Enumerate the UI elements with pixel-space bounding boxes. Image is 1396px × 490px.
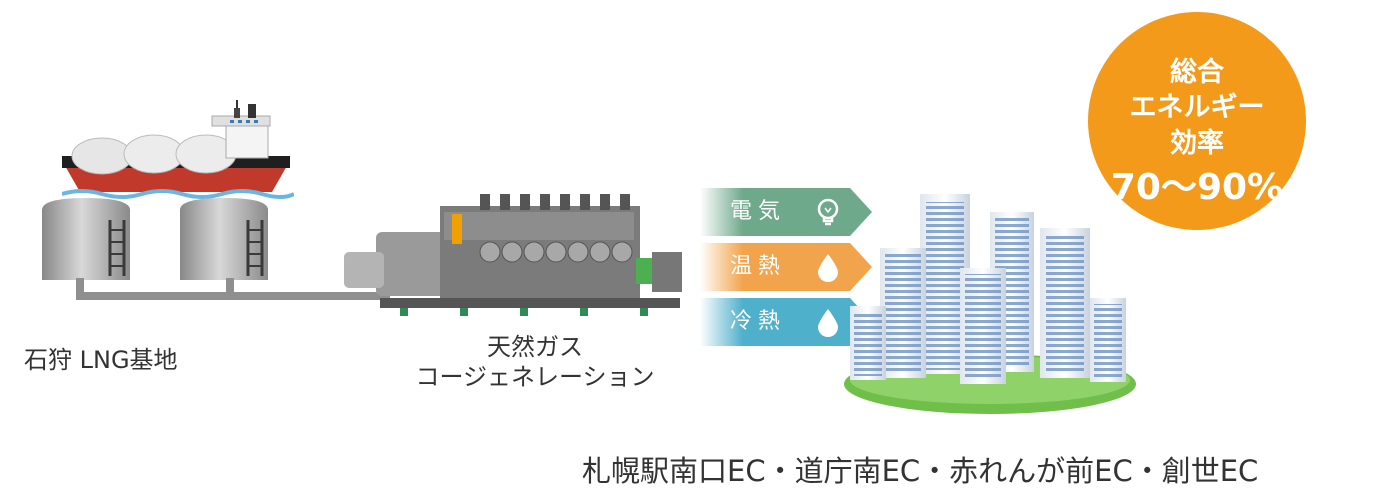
electricity-label: 電気 — [730, 199, 787, 224]
badge-line-2: エネルギー — [1129, 92, 1265, 123]
cogeneration-label-line-2: コージェネレーション — [415, 363, 655, 391]
badge-line-1: 総合 — [1170, 57, 1224, 88]
cogeneration-label-line-1: 天然ガス — [487, 333, 583, 361]
output-arrow-electricity: 電気 — [700, 188, 872, 236]
badge-line-3: 効率 — [1170, 128, 1224, 159]
output-arrow-heating: 温熱 — [700, 243, 872, 291]
heating-label: 温熱 — [730, 254, 787, 279]
lng-base-label: 石狩 LNG基地 — [24, 346, 178, 374]
cogeneration-label: 天然ガス コージェネレーション — [400, 332, 670, 392]
gas-pipeline — [76, 278, 390, 300]
water-drop-icon — [818, 309, 838, 337]
facilities-caption: 札幌駅南口EC・道庁南EC・赤れんが前EC・創世EC — [582, 454, 1259, 488]
city-buildings-illustration — [844, 194, 1136, 414]
badge-efficiency-value: 70〜90% — [1110, 167, 1284, 208]
lightbulb-icon — [817, 198, 839, 226]
cogeneration-engine-illustration — [344, 194, 682, 316]
lng-ship-illustration — [62, 100, 294, 199]
efficiency-badge: 総合 エネルギー 効率 70〜90% — [1088, 12, 1306, 230]
output-arrow-cooling: 冷熱 — [700, 298, 872, 346]
water-drop-icon — [818, 254, 838, 282]
lng-storage-tanks-illustration — [42, 198, 268, 280]
cooling-label: 冷熱 — [730, 309, 787, 334]
